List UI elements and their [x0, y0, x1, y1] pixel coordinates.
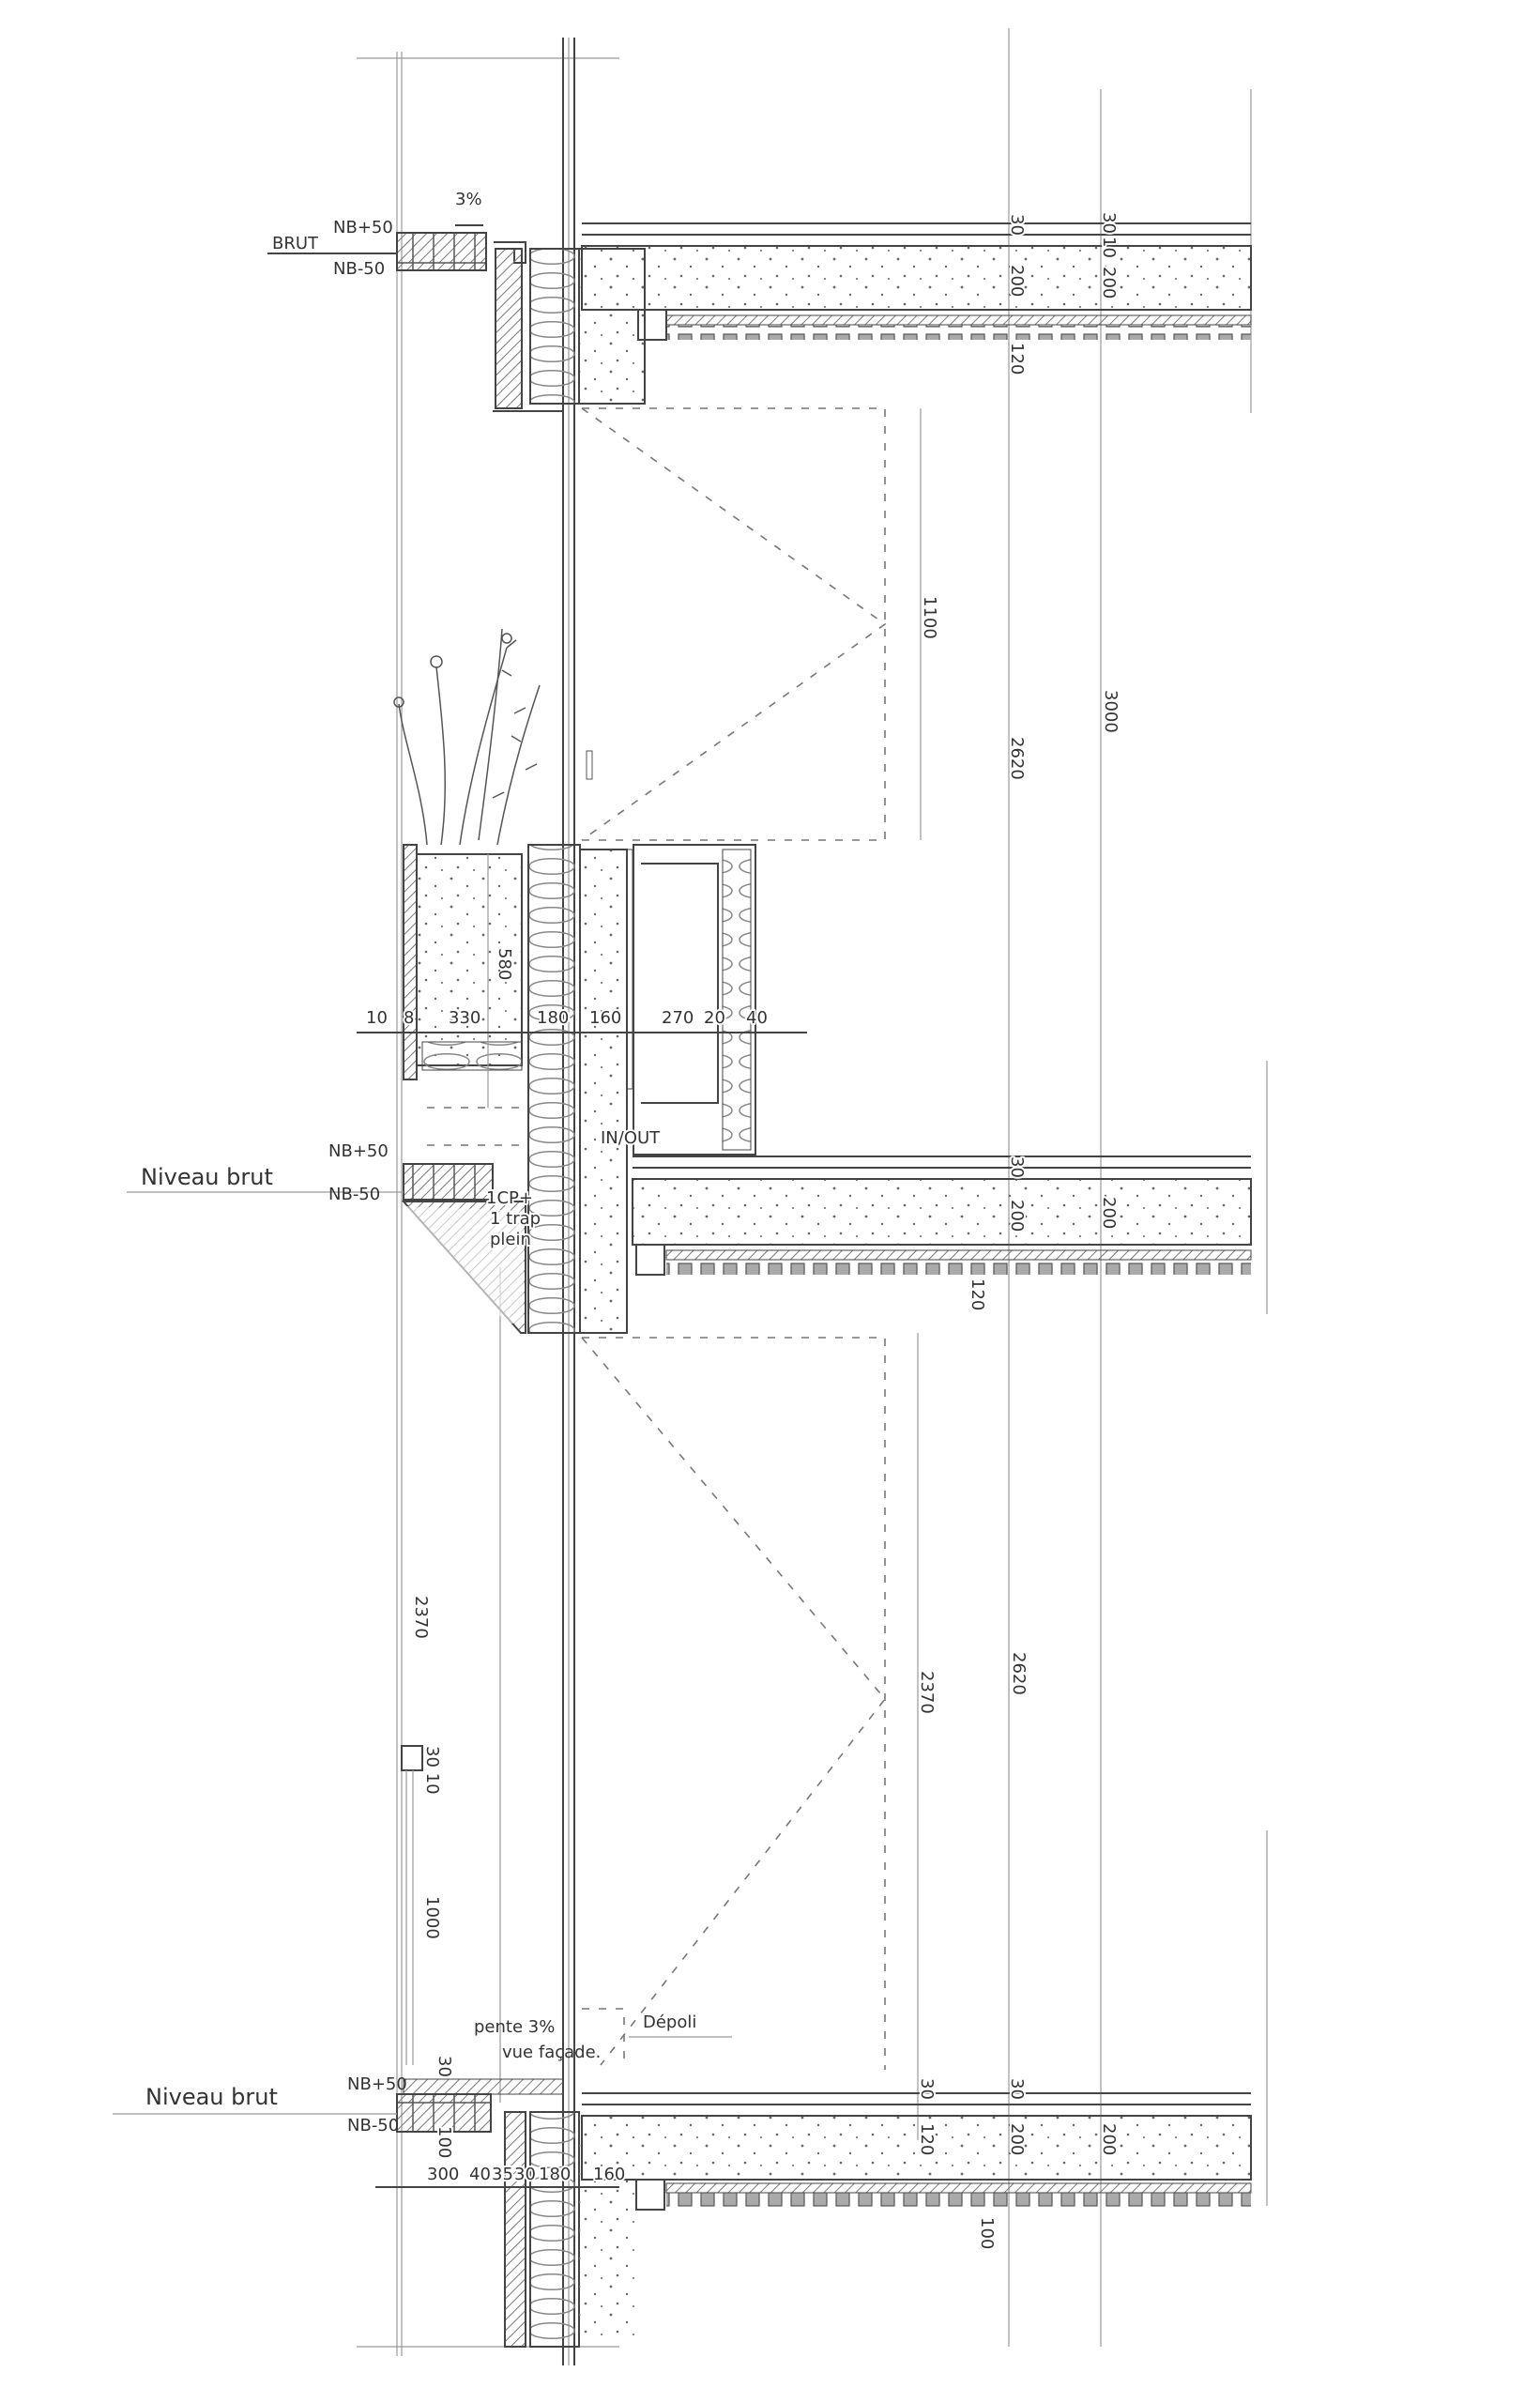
level-mark-brut: BRUT [272, 234, 319, 253]
top-balcony-tiles [396, 232, 526, 271]
planter [403, 844, 526, 1146]
dim-top-b30: 30 [1099, 212, 1119, 234]
dim-bot-200: 200 [1007, 2123, 1027, 2155]
dim-270: 270 [662, 1008, 694, 1028]
bottom-floor-slab [581, 2092, 1252, 2211]
note-cp-3: plein [490, 1230, 531, 1249]
dim-160: 160 [589, 1008, 621, 1028]
dim-bottom-35: 35 [492, 2165, 513, 2184]
dim-top-200: 200 [1007, 265, 1027, 297]
planter-width-dimensions: 10 8 330 180 160 270 20 40 [357, 1006, 807, 1033]
dim-40: 40 [746, 1008, 768, 1028]
dim-bot-30b: 30 [1007, 2078, 1027, 2100]
dim-top-b10: 10 [1099, 237, 1119, 258]
dim-bot-200c: 200 [1099, 2123, 1119, 2155]
vertical-dimensions: 30 200 120 30 10 200 1100 2620 3000 30 2… [411, 210, 1121, 2249]
dim-mid-200b: 200 [1099, 1197, 1119, 1229]
in-out-label: IN/OUT [601, 1128, 661, 1148]
slope-bottom: pente 3% [474, 2017, 555, 2037]
level-niveau-brut-bottom: Niveau brut [145, 2084, 278, 2110]
dim-bottom-180: 180 [539, 2165, 571, 2184]
frosted-note: Dépoli [643, 2013, 696, 2032]
dim-8: 8 [404, 1008, 414, 1028]
dim-mid-120: 120 [968, 1278, 987, 1310]
top-wall-insulation [493, 248, 646, 412]
dim-top-30: 30 [1007, 214, 1027, 236]
level-niveau-brut-mid: Niveau brut [141, 1164, 273, 1190]
note-cp-2: 1 trap [490, 1209, 541, 1229]
level-nb-minus-mid: NB-50 [328, 1185, 380, 1204]
level-nb-plus-bottom: NB+50 [347, 2074, 407, 2094]
bottom-width-dimensions: 30 100 300 40 35 30 180 160 [375, 2054, 627, 2188]
dim-window-2370: 2370 [917, 1671, 937, 1714]
bottom-balcony [396, 2078, 635, 2348]
dim-10: 10 [366, 1008, 388, 1028]
dim-clear-2620-lower: 2620 [1009, 1652, 1029, 1695]
dim-planter-soil: 580 [495, 948, 514, 980]
dim-top-120: 120 [1007, 343, 1027, 375]
level-nb-plus-top: NB+50 [333, 218, 393, 237]
dim-bot-30a: 30 [917, 2078, 937, 2100]
dim-bottom-30w: 30 [514, 2165, 536, 2184]
dim-bottom-30: 30 [435, 2056, 454, 2077]
dim-mid-30: 30 [1007, 1156, 1027, 1178]
dim-bot-120: 120 [917, 2123, 937, 2155]
dim-180: 180 [537, 1008, 569, 1028]
top-floor-slab [581, 222, 1252, 341]
slope-top: 3% [455, 190, 482, 209]
dim-window-1100: 1100 [920, 596, 939, 639]
lower-window-opening [581, 1337, 887, 2070]
dim-bot-100: 100 [977, 2217, 997, 2249]
dim-left-2370: 2370 [411, 1596, 431, 1639]
dim-bottom-300: 300 [427, 2165, 459, 2184]
middle-balcony [401, 1163, 526, 1334]
dim-railing-1000: 1000 [422, 1896, 442, 1939]
level-nb-minus-bottom: NB-50 [347, 2116, 399, 2135]
upper-window-opening [581, 407, 887, 841]
dim-bottom-100: 100 [435, 2126, 454, 2158]
middle-wall [527, 844, 633, 1334]
storage-box [633, 844, 756, 1156]
level-nb-plus-mid: NB+50 [328, 1141, 389, 1161]
note-cp-1: 1CP+ [486, 1188, 533, 1208]
railing [401, 1745, 423, 2065]
dim-330: 330 [449, 1008, 480, 1028]
dim-3000: 3000 [1101, 690, 1121, 733]
facade-view-note: vue façade. [502, 2043, 601, 2062]
dim-20: 20 [704, 1008, 725, 1028]
dim-rail-30-10: 30 10 [422, 1746, 442, 1795]
dim-top-b200: 200 [1099, 267, 1119, 298]
dim-mid-200: 200 [1007, 1200, 1027, 1232]
planter-plants [393, 628, 541, 846]
level-nb-minus-top: NB-50 [333, 259, 385, 279]
dim-bottom-40: 40 [469, 2165, 491, 2184]
dim-clear-2620-upper: 2620 [1007, 737, 1027, 780]
dim-bottom-160: 160 [593, 2165, 625, 2184]
middle-floor-slab [632, 1156, 1252, 1276]
